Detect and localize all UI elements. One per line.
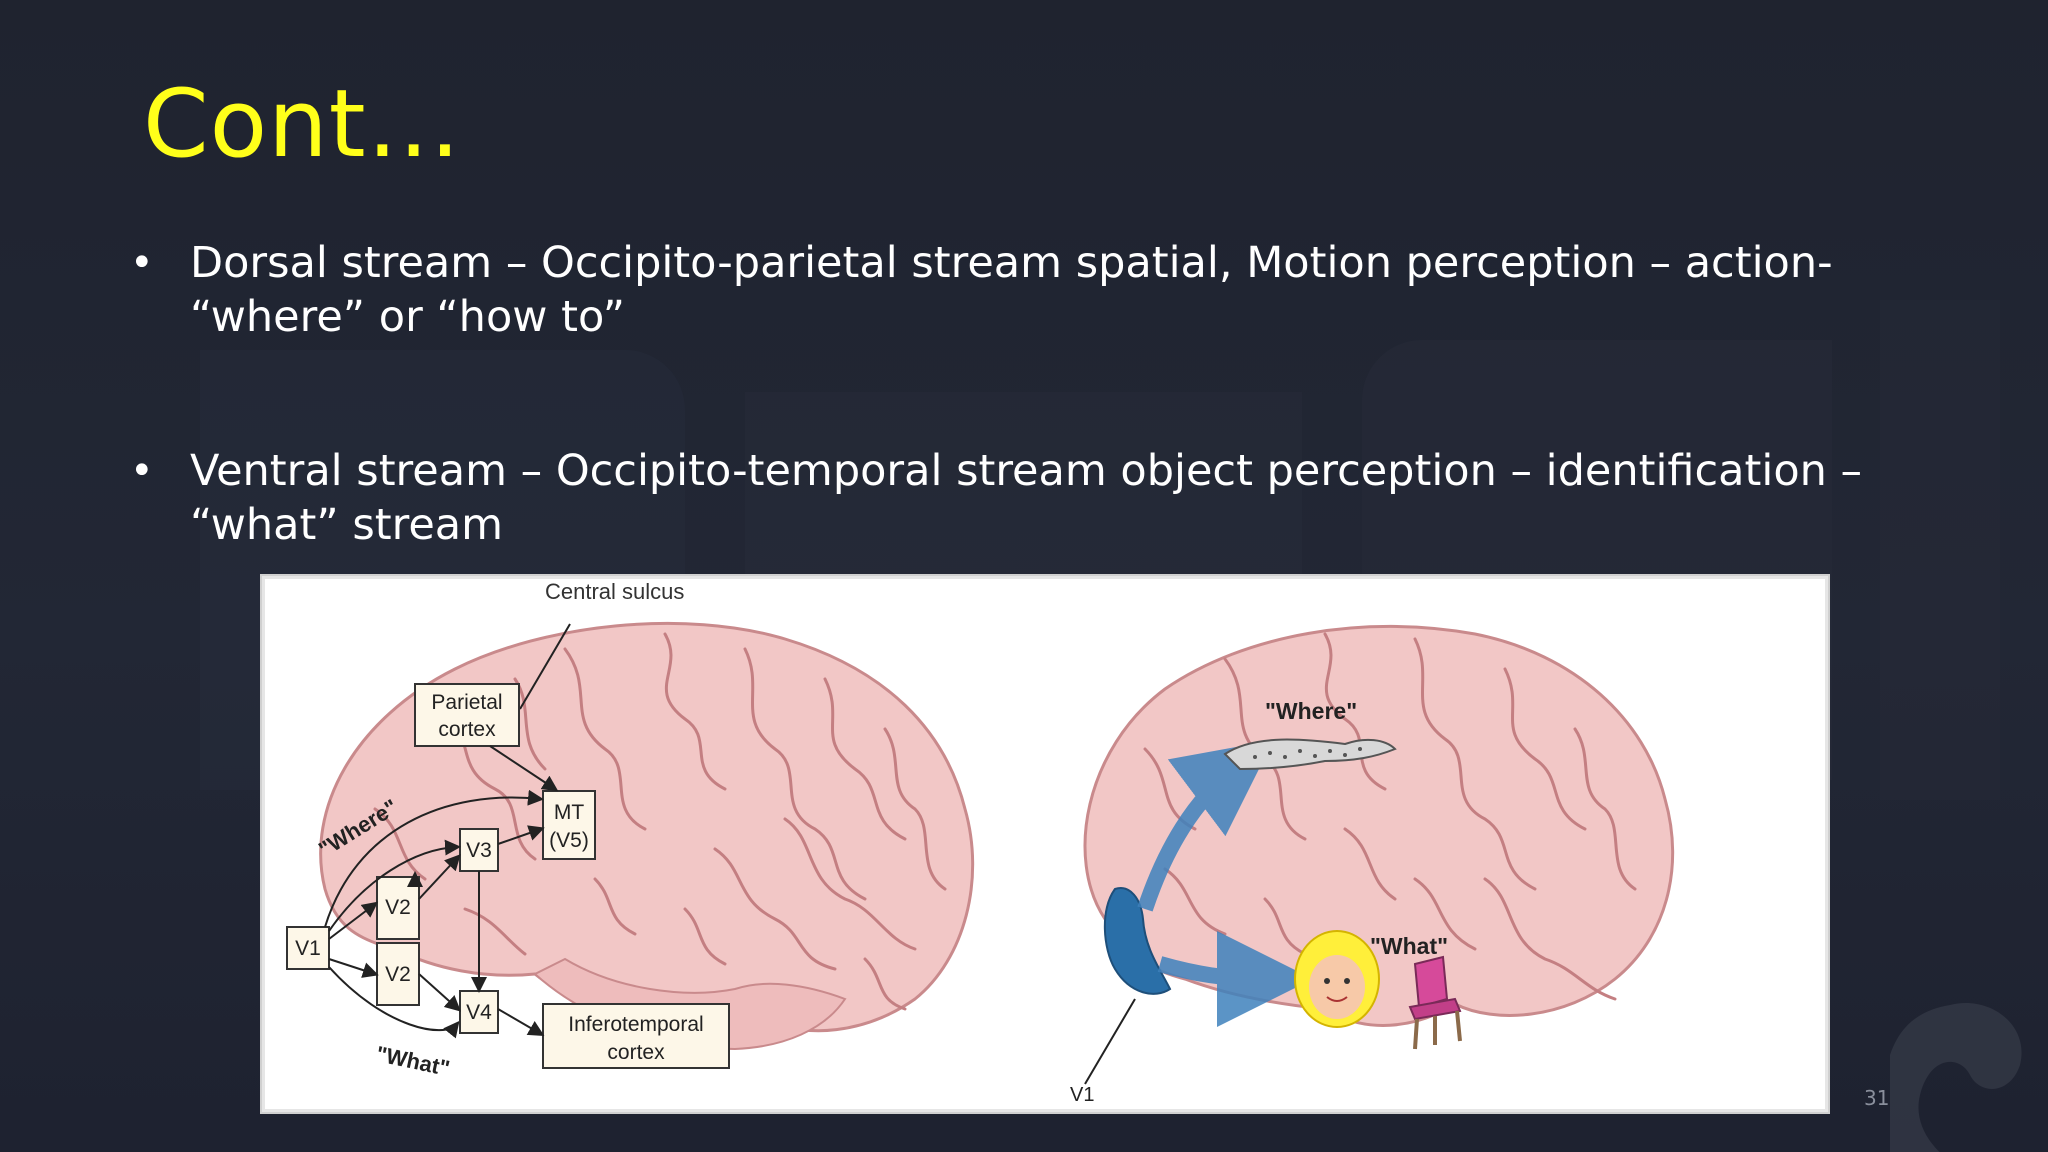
box-mt xyxy=(542,790,596,860)
brain-diagram-svg: Central sulcus Parietal cortex MT (V5) V… xyxy=(286,579,1675,1106)
label-it-2: cortex xyxy=(607,1041,665,1064)
box-v1 xyxy=(286,926,330,970)
label-v3: V3 xyxy=(466,839,492,862)
cheetah-icon xyxy=(1223,738,1397,771)
bullet-text-line2: “what” stream xyxy=(190,500,504,550)
background-panel xyxy=(1880,300,2000,800)
bullet-marker: • xyxy=(130,240,154,286)
connection-arrows xyxy=(324,745,559,1039)
bullet-text-line1: Dorsal stream – Occipito-parietal stream… xyxy=(190,238,1833,288)
bullet-item-dorsal: • Dorsal stream – Occipito-parietal stre… xyxy=(130,236,1910,344)
label-v2-bottom: V2 xyxy=(385,963,411,986)
bullet-marker: • xyxy=(130,448,154,494)
label-v4: V4 xyxy=(466,1001,492,1024)
v1-pointer xyxy=(1084,998,1136,1085)
box-v4 xyxy=(459,990,499,1034)
page-number: 31 xyxy=(1864,1086,1890,1110)
label-where-right: "Where" xyxy=(1265,698,1357,724)
left-brain: Central sulcus Parietal cortex MT (V5) V… xyxy=(286,579,975,1081)
central-sulcus-pointer xyxy=(519,623,571,710)
where-pathway-arrow xyxy=(1137,740,1274,912)
bullet-list: • Dorsal stream – Occipito-parietal stre… xyxy=(130,236,1910,552)
brain-visual-streams-figure: Central sulcus Parietal cortex MT (V5) V… xyxy=(262,576,1828,1112)
bullet-item-ventral: • Ventral stream – Occipito-temporal str… xyxy=(130,444,1910,552)
label-what-left: "What" xyxy=(374,1041,452,1081)
label-parietal-1: Parietal xyxy=(431,691,502,714)
box-parietal xyxy=(414,683,520,747)
label-v1: V1 xyxy=(295,937,321,960)
label-mt-1: MT xyxy=(554,801,584,824)
slide-title: Cont… xyxy=(143,70,462,179)
label-v1-right: V1 xyxy=(1070,1084,1094,1106)
bullet-text-line2: “where” or “how to” xyxy=(190,292,625,342)
box-inferotemporal xyxy=(542,1003,730,1069)
corner-logo-decoration xyxy=(1890,1003,2022,1152)
label-parietal-2: cortex xyxy=(438,718,496,741)
bullet-text-line1: Ventral stream – Occipito-temporal strea… xyxy=(190,446,1863,496)
face-icon xyxy=(1294,930,1380,1028)
label-mt-2: (V5) xyxy=(549,829,589,852)
label-it-1: Inferotemporal xyxy=(568,1013,703,1036)
what-pathway-arrow xyxy=(1157,930,1313,1027)
box-v2-top xyxy=(376,876,420,940)
right-brain: V1 "Where" "What" xyxy=(1070,624,1675,1106)
chair-icon xyxy=(1408,955,1462,1050)
label-what-right: "What" xyxy=(1370,933,1448,959)
label-central-sulcus: Central sulcus xyxy=(545,579,684,604)
label-v2-top: V2 xyxy=(385,896,411,919)
